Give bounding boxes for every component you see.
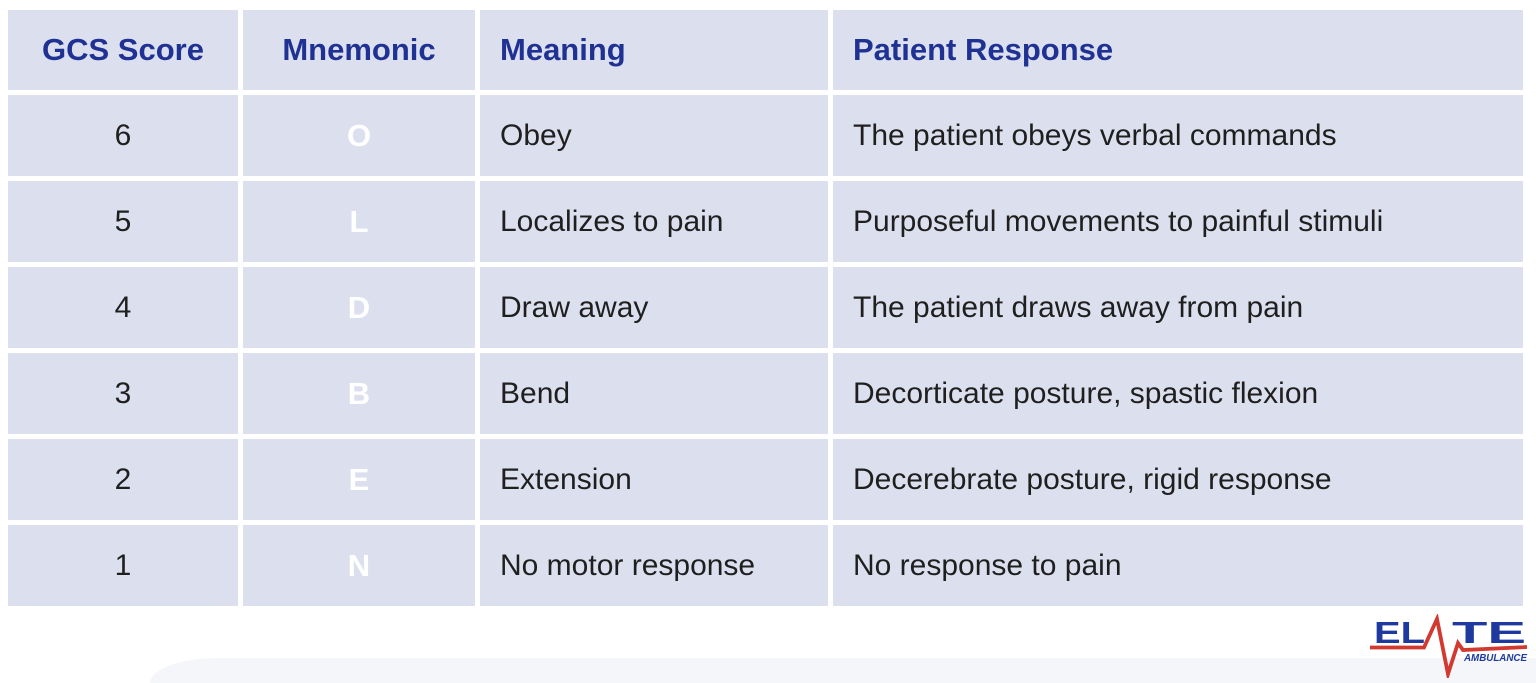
header-cell-meaning: Meaning xyxy=(480,10,828,90)
elite-ambulance-logo-graphic: EL TE AMBULANCE xyxy=(1370,614,1528,678)
response-cell: Decorticate posture, spastic flexion xyxy=(833,353,1523,434)
score-cell: 1 xyxy=(8,525,238,606)
bottom-edge-band xyxy=(150,658,1536,683)
table-row: 4 D Draw away The patient draws away fro… xyxy=(8,267,1523,348)
mnemonic-cell: N xyxy=(243,525,475,606)
table-row: 1 N No motor response No response to pai… xyxy=(8,525,1523,606)
table-row: 2 E Extension Decerebrate posture, rigid… xyxy=(8,439,1523,520)
mnemonic-cell: D xyxy=(243,267,475,348)
meaning-cell: Obey xyxy=(480,95,828,176)
table-row: 5 L Localizes to pain Purposeful movemen… xyxy=(8,181,1523,262)
meaning-cell: Localizes to pain xyxy=(480,181,828,262)
mnemonic-cell: B xyxy=(243,353,475,434)
ekg-heartbeat-line-icon xyxy=(1370,614,1528,678)
score-cell: 4 xyxy=(8,267,238,348)
mnemonic-cell: L xyxy=(243,181,475,262)
meaning-cell: No motor response xyxy=(480,525,828,606)
score-cell: 6 xyxy=(8,95,238,176)
response-cell: Purposeful movements to painful stimuli xyxy=(833,181,1523,262)
logo-wordmark-right: TE xyxy=(1452,615,1526,650)
logo-wordmark-left: EL xyxy=(1374,615,1425,650)
header-cell-gcs-score: GCS Score xyxy=(8,10,238,90)
logo-subtext: AMBULANCE xyxy=(1463,652,1528,664)
meaning-cell: Draw away xyxy=(480,267,828,348)
score-cell: 3 xyxy=(8,353,238,434)
gcs-motor-table: GCS Score Mnemonic Meaning Patient Respo… xyxy=(3,5,1528,611)
score-cell: 5 xyxy=(8,181,238,262)
mnemonic-cell: E xyxy=(243,439,475,520)
response-cell: The patient obeys verbal commands xyxy=(833,95,1523,176)
meaning-cell: Extension xyxy=(480,439,828,520)
header-row: GCS Score Mnemonic Meaning Patient Respo… xyxy=(8,10,1523,90)
response-cell: The patient draws away from pain xyxy=(833,267,1523,348)
elite-ambulance-logo: EL TE AMBULANCE xyxy=(1368,614,1530,678)
response-cell: Decerebrate posture, rigid response xyxy=(833,439,1523,520)
mnemonic-cell: O xyxy=(243,95,475,176)
header-cell-mnemonic: Mnemonic xyxy=(243,10,475,90)
response-cell: No response to pain xyxy=(833,525,1523,606)
header-cell-patient-response: Patient Response xyxy=(833,10,1523,90)
table-row: 6 O Obey The patient obeys verbal comman… xyxy=(8,95,1523,176)
meaning-cell: Bend xyxy=(480,353,828,434)
table-row: 3 B Bend Decorticate posture, spastic fl… xyxy=(8,353,1523,434)
score-cell: 2 xyxy=(8,439,238,520)
